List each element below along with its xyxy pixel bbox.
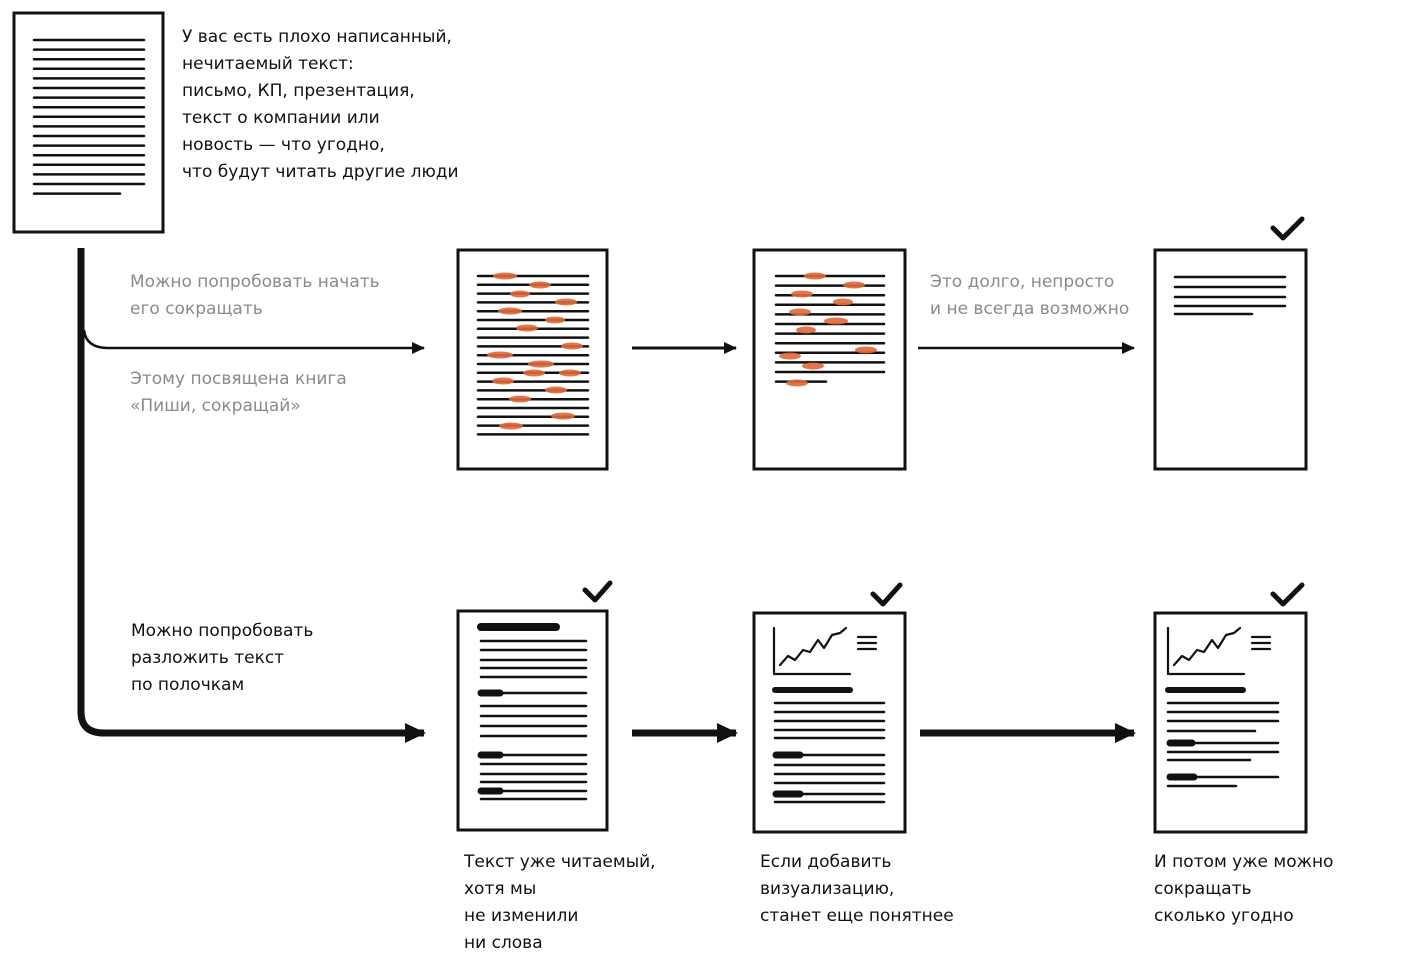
highlight-mark: [786, 379, 808, 387]
highlight-mark: [545, 386, 567, 394]
caption-shorten-after: И потом уже можно сокращать сколько угод…: [1154, 852, 1334, 926]
highlight-mark: [796, 326, 816, 334]
highlight-mark: [802, 362, 824, 370]
document-short-icon: [1153, 248, 1308, 471]
highlight-mark: [509, 395, 531, 403]
checkmark-icon: [870, 582, 903, 607]
caption-visualization: Если добавить визуализацию, станет еще п…: [760, 852, 954, 926]
intro-text: У вас есть плохо написанный, нечитаемый …: [182, 27, 459, 182]
highlight-mark: [529, 281, 551, 289]
connector-branch-top: [82, 329, 425, 354]
highlight-mark: [498, 307, 522, 315]
checkmark-icon: [582, 580, 613, 603]
highlight-mark: [499, 422, 523, 430]
highlight-mark: [516, 324, 538, 332]
highlight-mark: [789, 308, 811, 316]
highlight-mark: [843, 281, 865, 289]
highlight-mark: [510, 290, 530, 298]
highlight-mark: [561, 342, 583, 350]
top-path-label-hard: Это долго, непросто и не всегда возможно: [930, 272, 1130, 319]
highlight-mark: [855, 346, 877, 354]
highlight-mark: [779, 352, 801, 360]
highlight-mark: [804, 272, 826, 280]
bottom-path-label-structure: Можно попробовать разложить текст по пол…: [131, 621, 314, 695]
highlight-mark: [487, 351, 513, 359]
highlight-mark: [791, 290, 813, 298]
checkmark-icon: [1270, 582, 1305, 607]
line-chart-icon: [772, 626, 878, 676]
connector-main-vertical: [77, 248, 426, 743]
highlight-mark: [523, 369, 545, 377]
highlight-mark: [493, 272, 517, 280]
highlight-mark: [551, 412, 575, 420]
top-path-label-shorten: Можно попробовать начать его сокращать: [130, 272, 380, 319]
line-chart-icon: [1166, 626, 1272, 676]
highlight-mark: [833, 298, 853, 306]
document-final-icon: [1153, 611, 1308, 834]
highlight-mark: [555, 298, 577, 306]
highlight-mark: [545, 316, 565, 324]
checkmark-icon: [1270, 216, 1305, 241]
highlight-mark: [528, 360, 554, 368]
highlight-mark: [824, 317, 848, 325]
top-path-label-book: Этому посвящена книга «Пиши, сокращай»: [130, 369, 347, 416]
document-with-chart-icon: [752, 611, 907, 834]
document-structured-icon: [456, 609, 609, 832]
caption-readable: Текст уже читаемый, хотя мы не изменили …: [464, 852, 656, 953]
highlight-mark: [559, 369, 581, 377]
highlight-mark: [492, 377, 514, 385]
document-reduced-icon: [752, 248, 907, 471]
document-with-highlights-icon: [456, 248, 609, 471]
bad-text-document-icon: [12, 11, 165, 234]
